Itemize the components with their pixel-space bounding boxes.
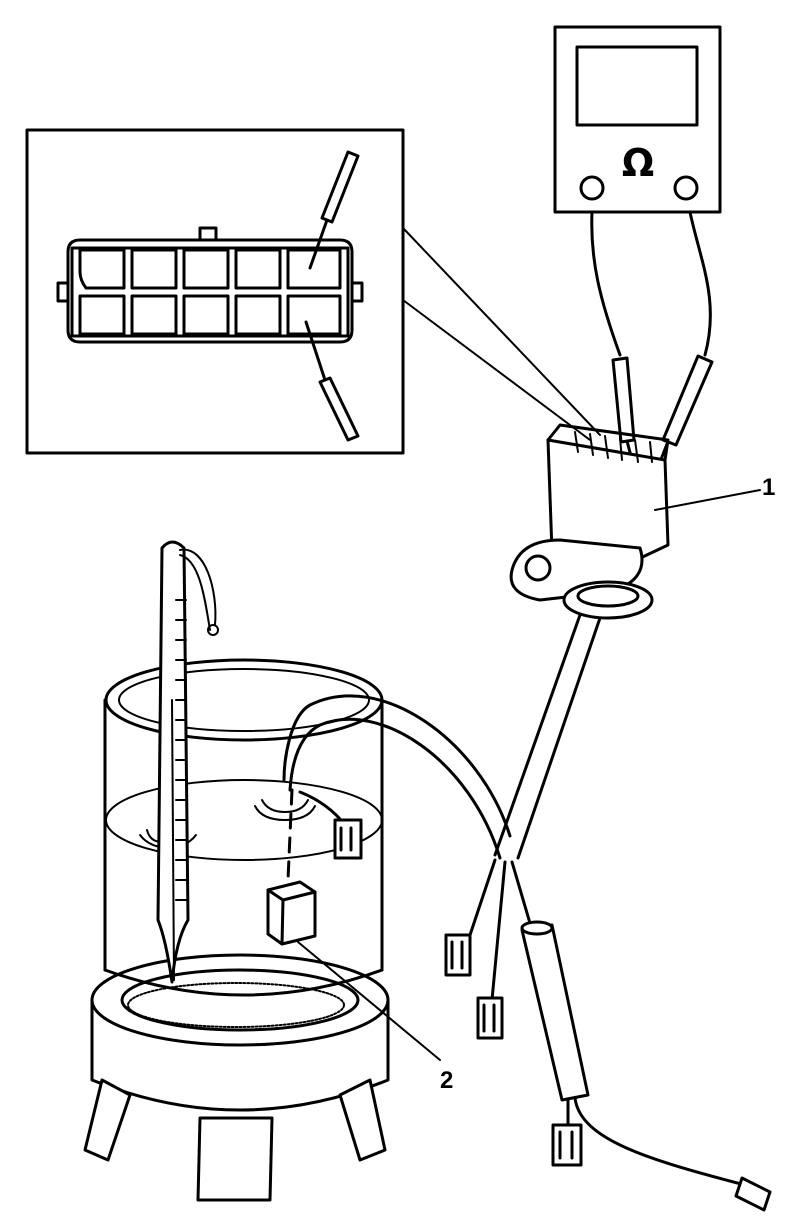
meter-jack-left [579, 175, 605, 201]
terminal-3 [551, 1123, 583, 1167]
meter-display [575, 45, 699, 127]
callout-2-leader [297, 941, 441, 1061]
sensor [266, 788, 363, 946]
wiring-harness [282, 613, 772, 1212]
connector-pins [78, 248, 342, 336]
ohm-symbol-icon: Ω [622, 141, 654, 185]
callout-1-leader [654, 489, 761, 511]
terminal-1 [444, 933, 472, 977]
callout-1-label: 1 [762, 474, 775, 501]
thermometer [156, 540, 219, 984]
terminal-4 [734, 1176, 772, 1212]
sensor-element [266, 880, 317, 946]
terminal-2 [476, 996, 504, 1040]
test-probes [611, 354, 714, 464]
ohmmeter: Ω [553, 25, 722, 214]
callout-2-label: 2 [440, 1067, 453, 1094]
connector-inset [25, 128, 601, 455]
meter-jack-right [673, 175, 699, 201]
meter-lead-right [688, 210, 712, 357]
water-container [83, 658, 390, 1202]
meter-lead-left [590, 210, 622, 357]
inset-probes [304, 150, 360, 442]
water-surface [105, 779, 383, 861]
harness-connector [509, 423, 670, 620]
